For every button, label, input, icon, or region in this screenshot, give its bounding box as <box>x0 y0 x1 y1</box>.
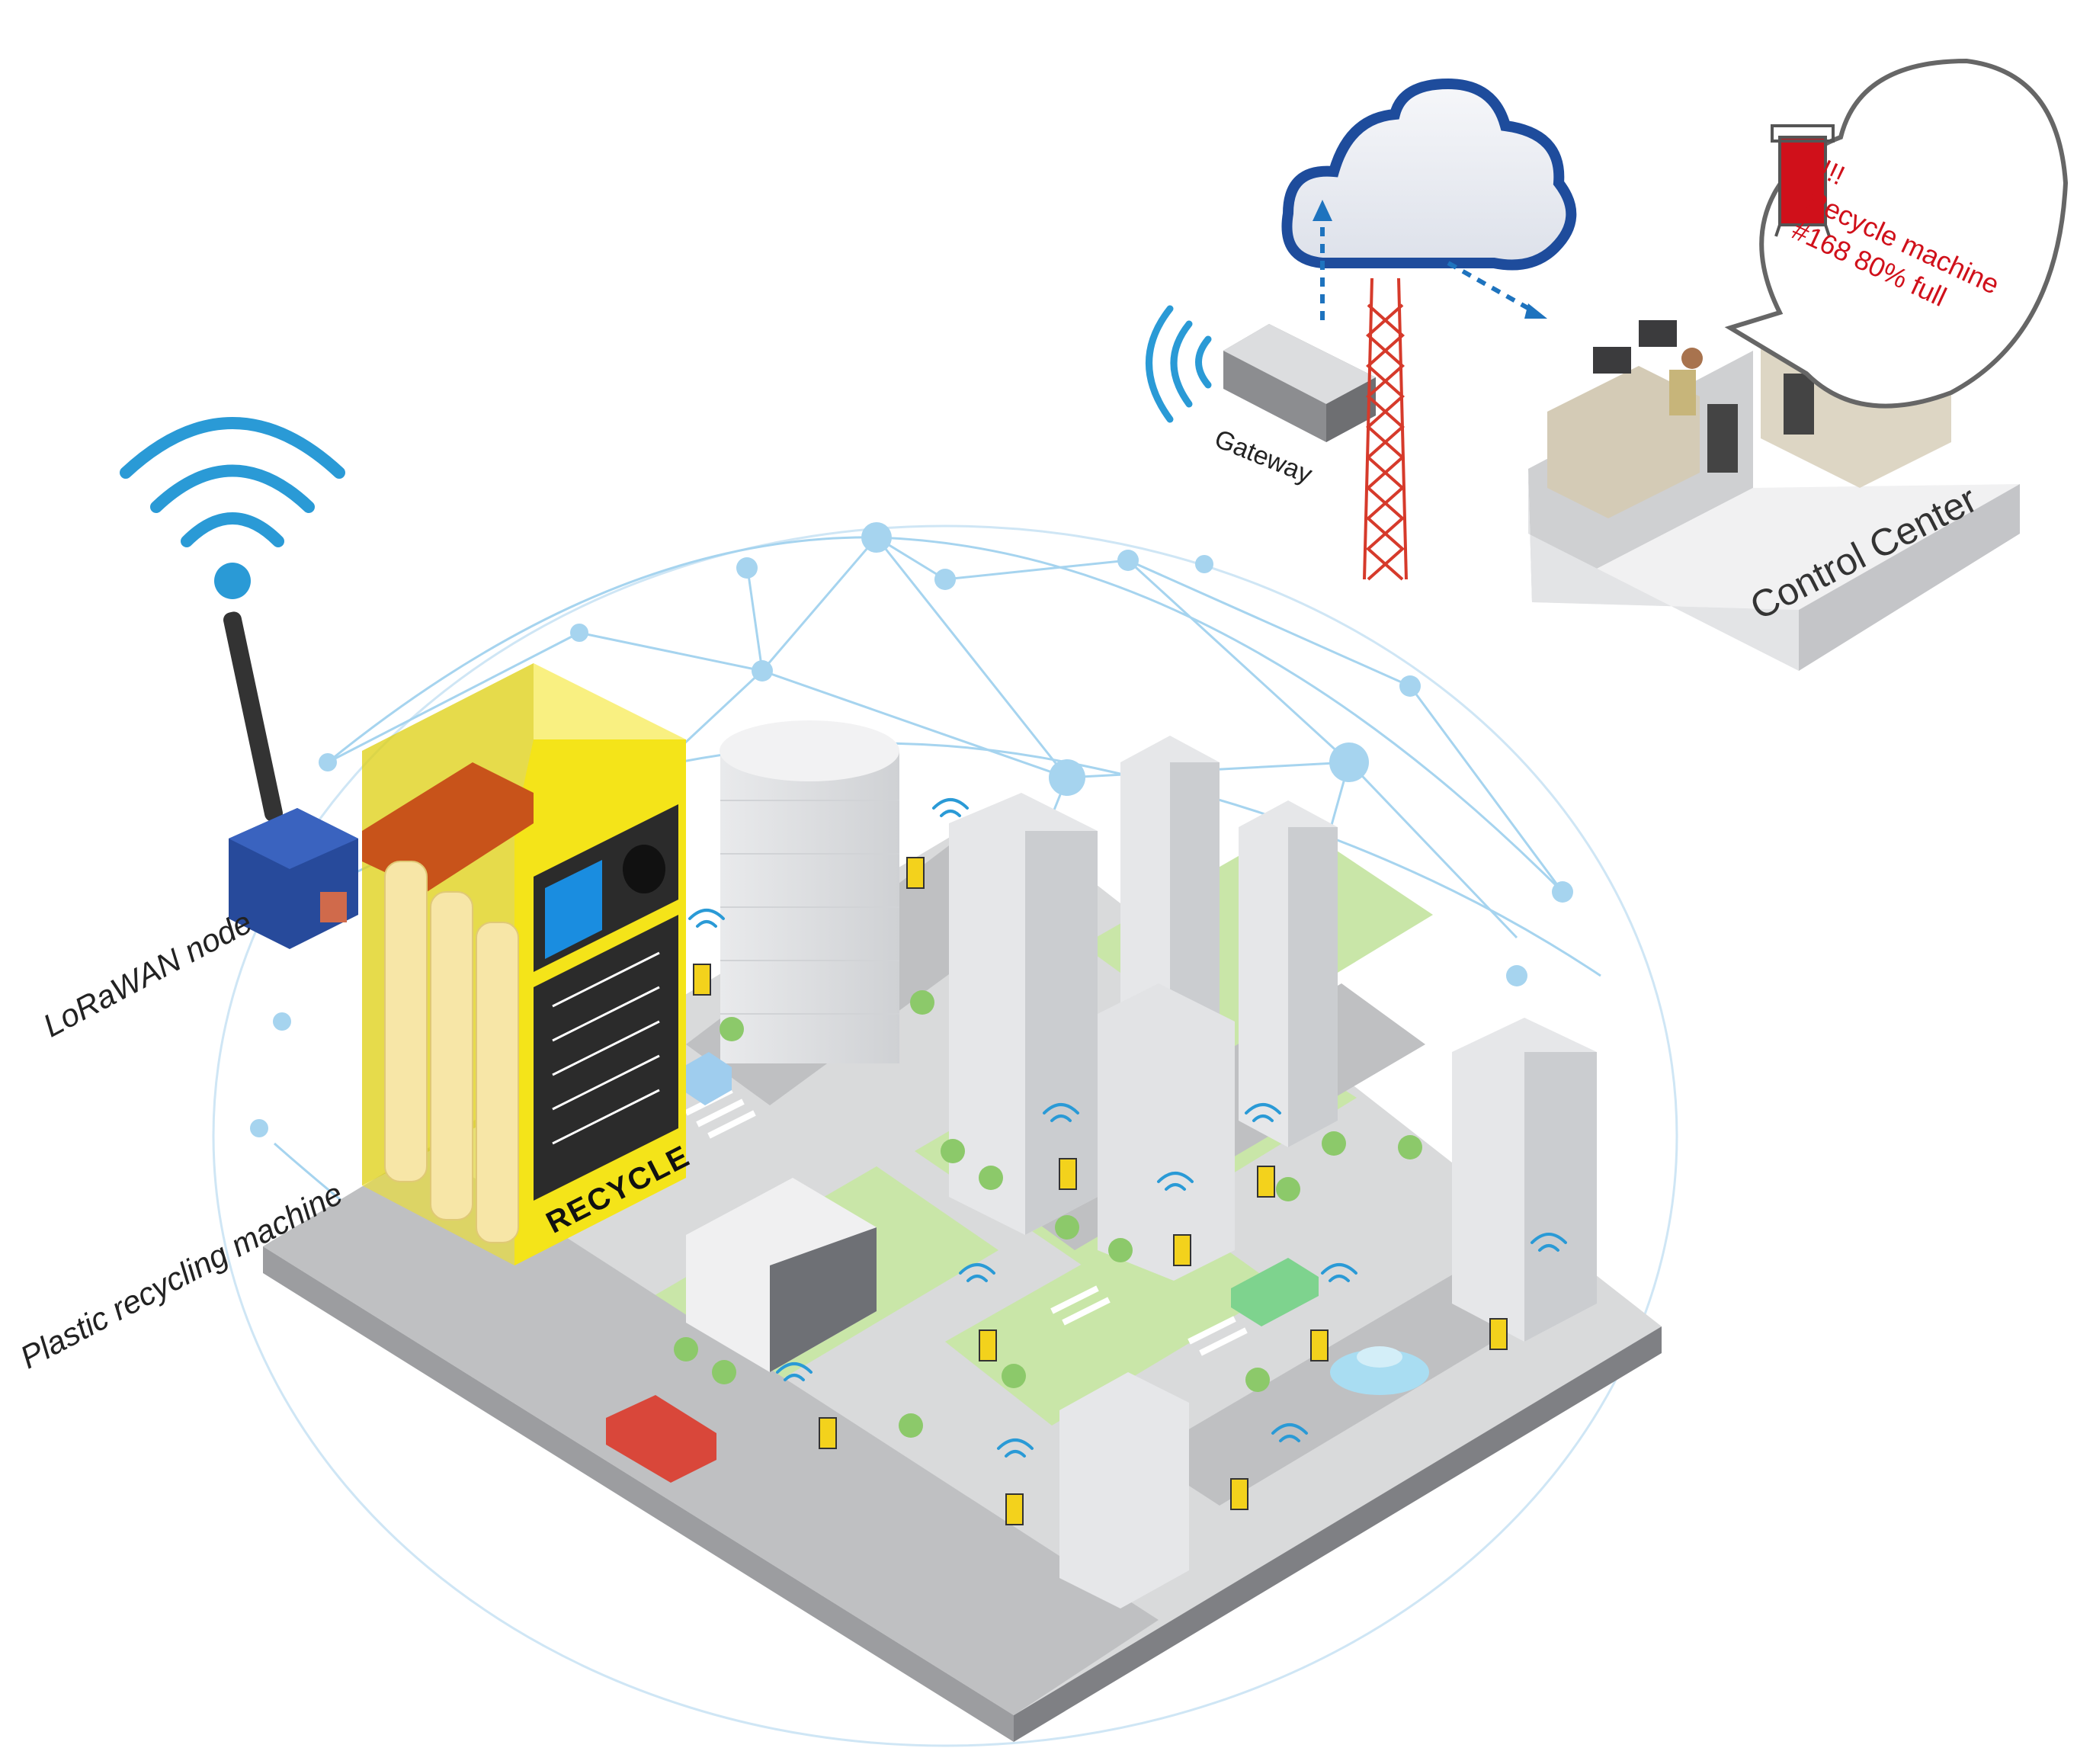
city-buildings <box>686 720 1597 1608</box>
cell-tower <box>1363 277 1408 581</box>
tower-c <box>1239 800 1338 1147</box>
tower-mid <box>1098 983 1235 1281</box>
lorawan-node-device <box>223 611 358 949</box>
recycle-machine-alert-icon <box>1771 124 1835 237</box>
cloud-icon <box>1281 78 1577 271</box>
download-arrow-icon <box>1447 261 1547 319</box>
low-building <box>686 1178 877 1372</box>
recycling-machine <box>362 663 686 1265</box>
gateway-wifi-icon <box>1146 305 1212 423</box>
alert-speech-bubble <box>1724 58 2069 409</box>
network-nodes <box>250 522 1573 1137</box>
red-car <box>606 1395 716 1483</box>
gateway-device <box>1223 324 1376 442</box>
trees <box>674 990 1422 1438</box>
small-bins <box>688 798 1567 1525</box>
green-car <box>1231 1258 1319 1326</box>
tower-front <box>1059 1372 1189 1608</box>
fountain <box>1330 1346 1429 1395</box>
round-tower <box>720 720 899 1063</box>
tower-right <box>1452 1018 1597 1342</box>
upload-arrow-icon <box>1313 200 1332 320</box>
tower-a <box>949 793 1098 1235</box>
lorawan-wifi-dot <box>214 563 251 599</box>
lorawan-wifi-icon <box>120 417 345 547</box>
blue-car <box>682 1052 732 1105</box>
